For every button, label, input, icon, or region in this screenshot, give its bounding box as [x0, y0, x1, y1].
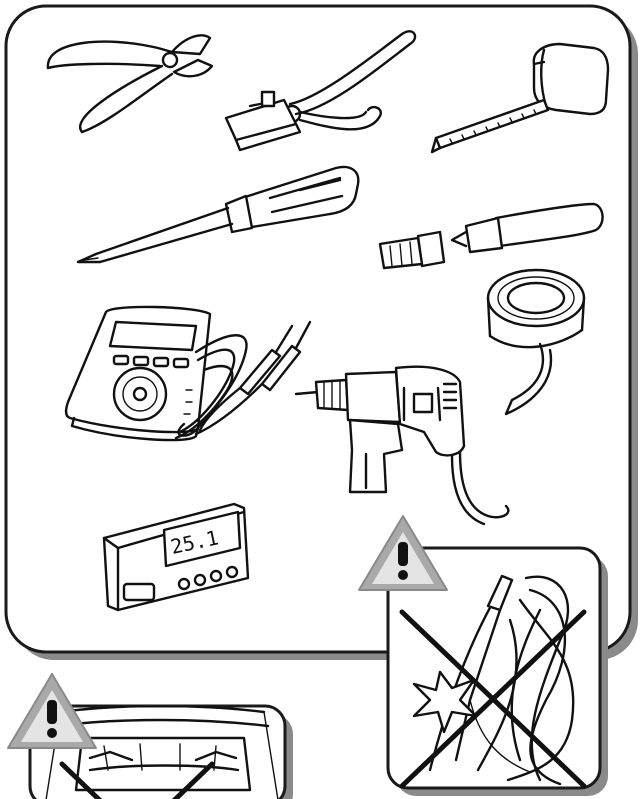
multimeter-icon: [64, 305, 312, 442]
insulating-tape-icon: [486, 268, 586, 416]
phillips-screwdriver-icon: [76, 165, 360, 264]
tape-measure-icon: [430, 42, 610, 154]
wet-electric-cable-icon: [399, 574, 587, 789]
tools-panel: [4, 4, 638, 660]
digital-thermometer-icon: 25.1: [102, 502, 250, 612]
power-drill-icon: [294, 365, 510, 526]
warning-triangle-icon: [358, 515, 448, 591]
side-cutter-pliers-icon: [46, 34, 214, 134]
wire-stripper-pliers-icon: [224, 30, 417, 152]
wet-cable-warning-box: [358, 515, 608, 796]
vehicle-warning-box: [7, 673, 293, 799]
voltage-tester-screwdriver-icon: [378, 202, 604, 270]
warning-triangle-icon: [7, 673, 97, 749]
